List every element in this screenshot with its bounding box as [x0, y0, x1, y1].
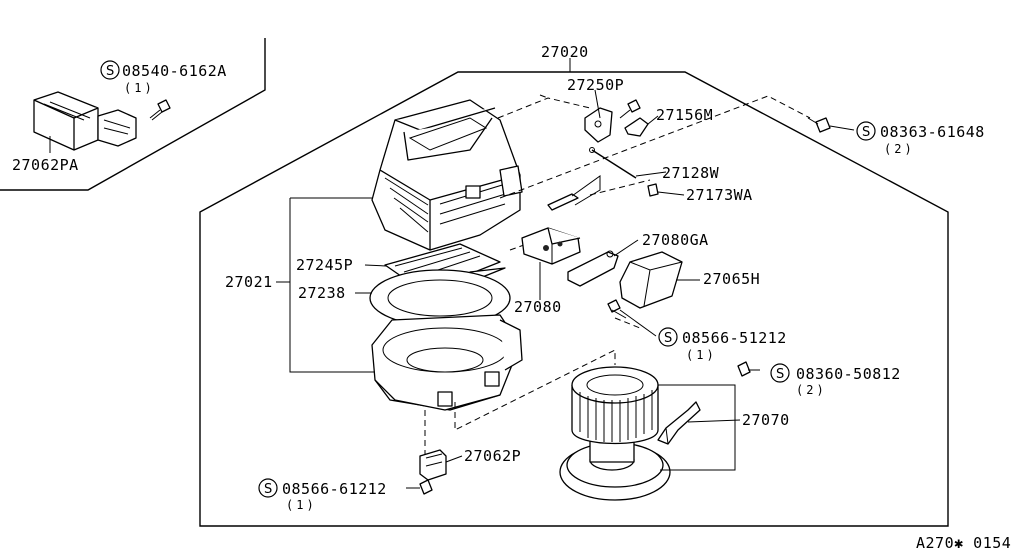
fastener-qty: (2): [796, 383, 827, 397]
bracket-27080ga: [567, 250, 619, 287]
standard-part-symbol: S: [664, 331, 672, 346]
label-27065h: 27065H: [703, 270, 760, 288]
label-27062pa: 27062PA: [12, 156, 79, 174]
label-27021: 27021: [225, 273, 273, 291]
screw-08566-61212: [419, 479, 433, 495]
fastener-08360-50812: S 08360-50812 (2): [770, 363, 901, 397]
lower-case: [371, 314, 523, 411]
label-27156m: 27156M: [656, 106, 713, 124]
fastener-number: 08566-51212: [682, 329, 787, 347]
bracket-27250p: [584, 107, 613, 143]
standard-part-symbol: S: [106, 64, 114, 79]
label-27020: 27020: [541, 43, 589, 61]
fastener-08540-6162a: S 08540-6162A (1): [100, 60, 227, 95]
fastener-qty: (1): [286, 498, 317, 512]
blower-motor-27070: [559, 366, 701, 501]
rod-27128w: [589, 147, 637, 179]
standard-part-icon: [258, 478, 278, 498]
inset-frame: [0, 38, 266, 191]
label-27173wa: 27173WA: [686, 186, 753, 204]
screw-08363-61648: [807, 117, 831, 133]
resistor-27062pa: [33, 91, 137, 151]
screw-08566-51212: [607, 299, 627, 319]
label-27128w: 27128W: [662, 164, 720, 182]
standard-part-symbol: S: [776, 367, 784, 382]
label-27250p: 27250P: [567, 76, 624, 94]
fastener-08566-61212: S 08566-61212 (1): [258, 478, 387, 512]
standard-part-icon: [100, 60, 120, 80]
fastener-number: 08566-61212: [282, 480, 387, 498]
label-27238: 27238: [298, 284, 346, 302]
fastener-qty: (1): [124, 81, 155, 95]
leader-lines: [49, 58, 855, 489]
label-27070: 27070: [742, 411, 790, 429]
figure-code: A270✱ 0154: [916, 534, 1011, 552]
actuator-27080: [521, 227, 581, 265]
standard-part-icon: [856, 121, 876, 141]
fastener-number: 08360-50812: [796, 365, 901, 383]
label-27245p: 27245P: [296, 256, 353, 274]
fastener-08363-61648: S 08363-61648 (2): [856, 121, 985, 156]
fastener-number: 08540-6162A: [122, 62, 227, 80]
label-27062p: 27062P: [464, 447, 521, 465]
resistor-27062p: [419, 449, 447, 481]
fastener-qty: (2): [884, 142, 915, 156]
label-27080: 27080: [514, 298, 562, 316]
main-frame: [199, 71, 949, 527]
standard-part-symbol: S: [862, 125, 870, 140]
standard-part-icon: [658, 327, 678, 347]
screw-27250p: [619, 99, 641, 119]
lever-27156m: [624, 117, 649, 137]
fastener-qty: (1): [686, 348, 717, 362]
fastener-number: 08363-61648: [880, 123, 985, 141]
screw-08360-50812: [737, 361, 751, 377]
standard-part-icon: [770, 363, 790, 383]
part-labels: 27020 27250P 27156M 27128W 27173WA 27080…: [12, 43, 1011, 552]
fastener-08566-51212: S 08566-51212 (1): [658, 327, 787, 362]
link-arm: [547, 175, 601, 211]
label-27080ga: 27080GA: [642, 231, 709, 249]
cover-27065h: [619, 251, 683, 309]
upper-case-27020: [371, 99, 523, 251]
screw-08540-6162a: [149, 99, 171, 121]
clip-27173wa: [647, 183, 659, 197]
standard-part-symbol: S: [264, 482, 272, 497]
